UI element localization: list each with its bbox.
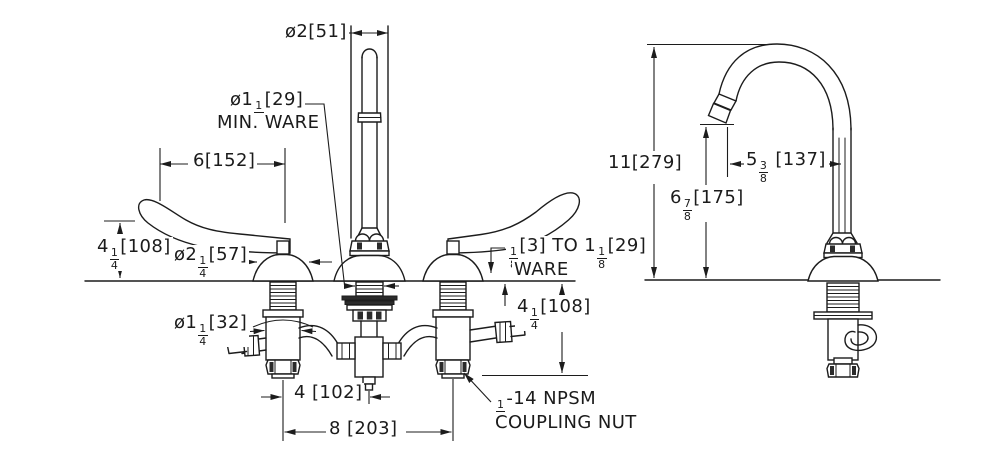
right-handle xyxy=(446,192,581,255)
dim-hole-spacing-half: 4 [102] xyxy=(292,382,365,404)
dim-hole-spacing-full: 8 [203] xyxy=(327,418,400,440)
center-tee-below-deck xyxy=(298,281,438,391)
dim-handle-span: 6[152] xyxy=(191,150,258,172)
left-escutcheon xyxy=(252,253,314,282)
left-valve-below-deck xyxy=(226,281,304,379)
note-coupling-nut: COUPLING NUT xyxy=(493,412,639,434)
front-view xyxy=(84,25,581,391)
dimension-lines xyxy=(104,30,841,441)
dim-spout-diameter: ø2[51] xyxy=(283,21,349,43)
center-spout xyxy=(333,25,406,282)
note-ware-text: WARE xyxy=(512,259,571,281)
side-base xyxy=(807,232,879,282)
dim-spout-height: 11[279] xyxy=(606,152,685,174)
right-valve-below-deck xyxy=(432,281,526,379)
right-escutcheon xyxy=(422,253,484,282)
side-view xyxy=(644,43,941,378)
gooseneck-spout xyxy=(707,43,852,234)
note-min-ware-text: MIN. WARE xyxy=(215,112,322,134)
side-below-deck xyxy=(813,282,878,378)
